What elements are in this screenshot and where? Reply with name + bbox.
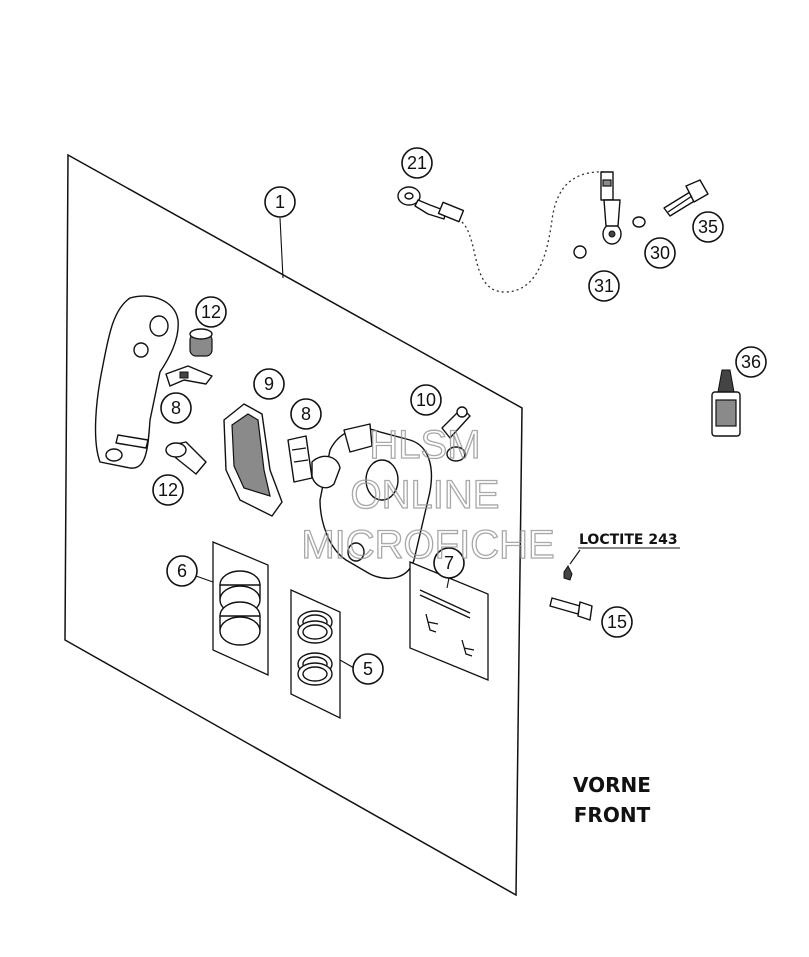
- svg-text:HLSM: HLSM: [369, 423, 480, 467]
- leader-6: [195, 575, 214, 583]
- svg-text:7: 7: [444, 553, 454, 573]
- seal-kit: [290, 588, 341, 720]
- leader-1: [279, 217, 284, 279]
- caliper-mounting-bolt: [549, 565, 593, 621]
- leader-loctite: [569, 549, 581, 565]
- callout-15: 15: [601, 606, 633, 638]
- assembly-board: [64, 153, 523, 897]
- callout-8-right: 8: [290, 398, 322, 430]
- piston-kit: [212, 541, 269, 677]
- watermark: HLSM ONLINE MICROFICHE: [301, 422, 556, 567]
- banjo-bolt: [663, 179, 709, 217]
- callout-10: 10: [410, 384, 442, 416]
- pin-kit: [409, 561, 489, 681]
- callout-6: 6: [166, 555, 198, 587]
- svg-text:15: 15: [607, 612, 627, 632]
- loctite-label: LOCTITE 243: [579, 532, 678, 548]
- svg-text:31: 31: [594, 276, 614, 296]
- callout-5: 5: [352, 653, 384, 685]
- svg-text:12: 12: [201, 302, 221, 322]
- svg-text:8: 8: [171, 398, 181, 418]
- pad-spring-clip: [165, 365, 213, 387]
- caliper-bracket: [94, 295, 179, 469]
- brake-hose: [397, 171, 622, 293]
- svg-text:1: 1: [275, 192, 285, 212]
- front-label: FRONT: [574, 803, 651, 827]
- callout-12-bottom: 12: [152, 474, 184, 506]
- bleeder-valve: [441, 406, 471, 462]
- svg-text:MICROFICHE: MICROFICHE: [301, 523, 554, 567]
- washer-30: [632, 216, 646, 228]
- callout-30: 30: [644, 237, 676, 269]
- svg-text:5: 5: [363, 659, 373, 679]
- leader-7: [446, 577, 450, 589]
- leader-5: [339, 659, 355, 669]
- callout-35: 35: [692, 211, 724, 243]
- callout-1: 1: [264, 186, 296, 218]
- svg-text:8: 8: [301, 404, 311, 424]
- threadlocker-bottle: [711, 369, 741, 437]
- callout-8-left: 8: [160, 392, 192, 424]
- guide-pin: [165, 441, 207, 475]
- svg-text:9: 9: [264, 374, 274, 394]
- rubber-bushing: [189, 328, 213, 357]
- svg-text:35: 35: [698, 217, 718, 237]
- svg-text:6: 6: [177, 561, 187, 581]
- svg-text:36: 36: [741, 352, 761, 372]
- svg-text:12: 12: [158, 480, 178, 500]
- callout-21: 21: [401, 147, 433, 179]
- svg-text:ONLINE: ONLINE: [351, 473, 500, 517]
- svg-text:21: 21: [407, 153, 427, 173]
- vorne-label: VORNE: [573, 773, 651, 797]
- callout-9: 9: [253, 368, 285, 400]
- brake-caliper-body: [311, 423, 433, 580]
- svg-text:30: 30: [650, 243, 670, 263]
- brake-pads: [223, 403, 283, 517]
- callout-12-top: 12: [195, 296, 227, 328]
- callout-36: 36: [735, 346, 767, 378]
- washer-31: [573, 245, 587, 259]
- svg-text:10: 10: [416, 390, 436, 410]
- callout-31: 31: [588, 270, 620, 302]
- callout-7: 7: [433, 547, 465, 579]
